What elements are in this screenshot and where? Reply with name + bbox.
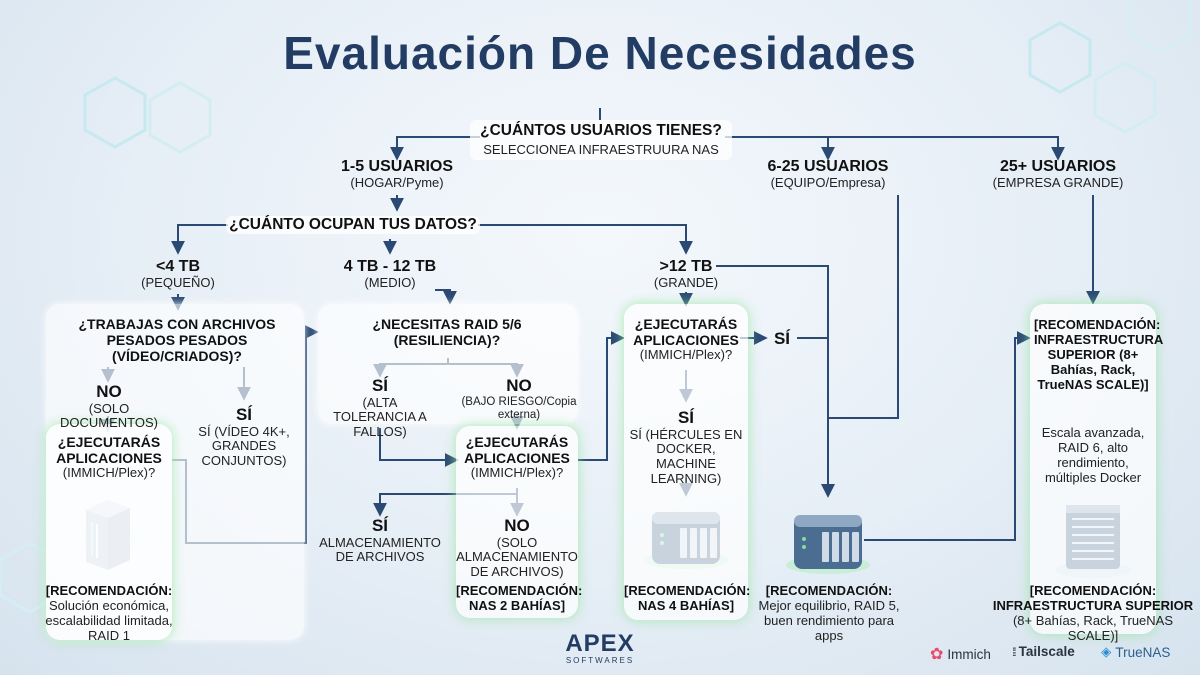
large-yes: SÍ SÍ (HÉRCULES EN DOCKER, MACHINE LEARN… xyxy=(628,408,744,487)
enterprise-rec-bottom-title: [RECOMENDACIÓN: INFRAESTRUCTURA SUPERIOR xyxy=(992,583,1194,613)
enterprise-rec-bottom-sub: (8+ Bahías, Rack, TrueNAS SCALE)] xyxy=(1012,612,1174,643)
size-small-sub: (PEQUEÑO) xyxy=(141,275,215,291)
large-apps-title: ¿EJECUTARÁS APLICACIONES xyxy=(633,316,739,349)
enterprise-description: Escala avanzada, RAID 6, alto rendimient… xyxy=(1041,425,1145,485)
size-medium-label: 4 TB - 12 TB xyxy=(343,258,437,275)
medium-yes2-label: SÍ xyxy=(371,516,389,535)
tailscale-label: Tailscale xyxy=(1018,644,1075,659)
users-1-5: 1-5 USUARIOS (HOGAR/Pyme) xyxy=(317,158,477,191)
team-recommendation: [RECOMENDACIÓN: Mejor equilibrio, RAID 5… xyxy=(756,583,902,644)
medium-yes-label: SÍ xyxy=(371,376,389,395)
panel-small-apps xyxy=(46,424,172,640)
small-no: NO (SOLO DOCUMENTOS) xyxy=(40,382,178,431)
medium-no-label: NO xyxy=(506,376,532,395)
large-apps-sub: (IMMICH/Plex)? xyxy=(639,347,733,363)
small-rec-body: Solución económica, escalabilidad limita… xyxy=(45,597,173,643)
medium-apps-question: ¿EJECUTARÁS APLICACIONES (IMMICH/Plex)? xyxy=(460,434,574,481)
medium-yes: SÍ (ALTA TOLERANCIA A FALLOS) xyxy=(320,376,440,440)
data-question: ¿CUÁNTO OCUPAN TUS DATOS? xyxy=(226,216,480,234)
root-question-label: ¿CUÁNTOS USUARIOS TIENES? xyxy=(480,122,722,139)
medium-apps-title: ¿EJECUTARÁS APLICACIONES xyxy=(464,434,570,467)
small-no-label: NO xyxy=(96,382,122,401)
truenas-label: TrueNAS xyxy=(1115,644,1171,660)
medium-yes-sub: (ALTA TOLERANCIA A FALLOS) xyxy=(333,394,427,440)
users-6-25-sub: (EQUIPO/Empresa) xyxy=(770,175,886,191)
large-yes-sub: SÍ (HÉRCULES EN DOCKER, MACHINE LEARNING… xyxy=(629,426,743,487)
small-apps-sub: (IMMICH/Plex)? xyxy=(62,465,156,481)
enterprise-recommendation: [RECOMENDACIÓN: INFRAESTRUCTURA SUPERIOR… xyxy=(1034,317,1164,392)
nas-team-icon xyxy=(786,515,870,574)
medium-apps-sub: (IMMICH/Plex)? xyxy=(470,465,564,481)
truenas-logo: ◈ TrueNAS xyxy=(1101,644,1170,660)
size-small: <4 TB (PEQUEÑO) xyxy=(128,258,228,291)
root-question: ¿CUÁNTOS USUARIOS TIENES? SELECCIONEA IN… xyxy=(470,120,732,160)
size-medium: 4 TB - 12 TB (MEDIO) xyxy=(330,258,450,291)
small-apps-question: ¿EJECUTARÁS APLICACIONES (IMMICH/Plex)? xyxy=(50,434,168,481)
apex-logo-name: APEX xyxy=(565,630,635,657)
panel-enterprise xyxy=(1030,304,1156,634)
small-recommendation: [RECOMENDACIÓN: Solución económica, esca… xyxy=(36,583,182,644)
tailscale-icon: ⁞⁞ xyxy=(1012,644,1016,659)
medium-no: NO (BAJO RIESGO/Copia externa) xyxy=(444,376,594,422)
panel-large xyxy=(624,304,748,620)
team-rec-title: [RECOMENDACIÓN: xyxy=(765,583,893,598)
size-medium-sub: (MEDIO) xyxy=(364,275,416,291)
size-small-label: <4 TB xyxy=(155,258,200,275)
panel-medium xyxy=(318,304,578,424)
users-25plus-sub: (EMPRESA GRANDE) xyxy=(992,175,1124,191)
truenas-icon: ◈ xyxy=(1101,644,1112,659)
panel-medium-apps xyxy=(456,426,578,618)
users-6-25: 6-25 USUARIOS (EQUIPO/Empresa) xyxy=(748,158,908,191)
medium-yes2: SÍ ALMACENAMIENTO DE ARCHIVOS xyxy=(316,516,444,565)
page-title: Evaluación De Necesidades xyxy=(283,27,917,79)
small-apps-title: ¿EJECUTARÁS APLICACIONES xyxy=(56,434,162,467)
small-no-sub: (SOLO DOCUMENTOS) xyxy=(60,400,158,431)
small-question: ¿TRABAJAS CON ARCHIVOS PESADOS PESADOS (… xyxy=(78,316,276,365)
small-yes-label: SÍ xyxy=(235,405,253,424)
medium-recommendation: [RECOMENDACIÓN: NAS 2 BAHÍAS] xyxy=(456,583,583,613)
medium-no-sub: (BAJO RIESGO/Copia externa) xyxy=(461,395,577,421)
tailscale-logo: ⁞⁞ Tailscale xyxy=(1012,644,1075,659)
users-6-25-label: 6-25 USUARIOS xyxy=(767,158,889,175)
medium-no2-sub: (SOLO ALMACENAMIENTO DE ARCHIVOS) xyxy=(456,534,578,580)
large-apps-question: ¿EJECUTARÁS APLICACIONES (IMMICH/Plex)? xyxy=(628,316,744,363)
size-large-sub: (GRANDE) xyxy=(653,275,719,291)
medium-yes2-sub: ALMACENAMIENTO DE ARCHIVOS xyxy=(319,534,441,565)
users-1-5-label: 1-5 USUARIOS xyxy=(340,158,454,175)
size-large-label: >12 TB xyxy=(659,258,713,275)
immich-label: Immich xyxy=(947,646,991,662)
users-25plus-label: 25+ USUARIOS xyxy=(999,158,1117,175)
medium-no2: NO (SOLO ALMACENAMIENTO DE ARCHIVOS) xyxy=(446,516,588,580)
small-rec-title: [RECOMENDACIÓN: xyxy=(45,583,173,598)
users-25plus: 25+ USUARIOS (EMPRESA GRANDE) xyxy=(978,158,1138,191)
large-yes-side: SÍ xyxy=(773,329,791,348)
immich-logo: ✿ Immich xyxy=(930,644,991,664)
size-large: >12 TB (GRANDE) xyxy=(636,258,736,291)
small-yes: SÍ SÍ (VÍDEO 4K+, GRANDES CONJUNTOS) xyxy=(190,405,298,469)
apex-logo: APEX SOFTWARES xyxy=(552,630,648,666)
root-question-subtitle: SELECCIONEA INFRAESTRUURA NAS xyxy=(483,141,719,157)
small-yes-sub: SÍ (VÍDEO 4K+, GRANDES CONJUNTOS) xyxy=(198,423,290,469)
users-1-5-sub: (HOGAR/Pyme) xyxy=(350,175,444,191)
medium-no2-label: NO xyxy=(504,516,530,535)
medium-question: ¿NECESITAS RAID 5/6 (RESILIENCIA)? xyxy=(372,316,522,349)
immich-icon: ✿ xyxy=(930,646,944,663)
large-yes-label: SÍ xyxy=(677,408,695,427)
team-rec-body: Mejor equilibrio, RAID 5, buen rendimien… xyxy=(758,597,900,643)
apex-logo-sub: SOFTWARES xyxy=(565,656,635,665)
large-recommendation: [RECOMENDACIÓN: NAS 4 BAHÍAS] xyxy=(624,583,751,613)
enterprise-recommendation-bottom: [RECOMENDACIÓN: INFRAESTRUCTURA SUPERIOR… xyxy=(990,583,1196,644)
